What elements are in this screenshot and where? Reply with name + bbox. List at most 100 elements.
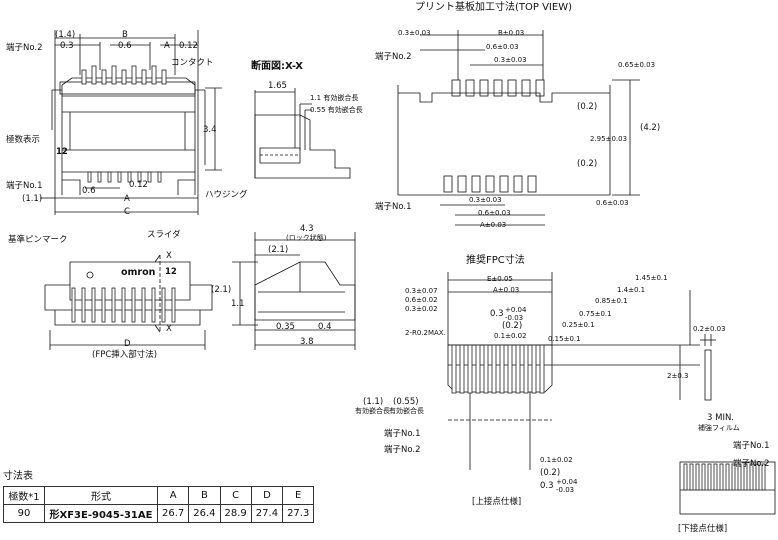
dimension-table: 極数*1 形式 A B C D E 90 形XF3E-9045-31AE 26.… (3, 486, 315, 523)
front-dim-a: A (164, 41, 170, 51)
pcb-right-2-95: 2.95±0.03 (590, 135, 628, 143)
fpc-inner-0-1: 0.1±0.02 (494, 332, 527, 340)
front-dim-0-3: 0.3 (60, 41, 74, 51)
side-dim-0-35: 0.35 (276, 322, 295, 332)
front-view-pins (81, 65, 167, 183)
fpc-bottom-0-3: 0.3 (540, 481, 554, 491)
top-view-lines (44, 254, 213, 350)
top-slider-label: スライダ (147, 230, 181, 240)
fpc-title: 推奨FPC寸法 (466, 255, 525, 266)
fpc-right-2: 2±0.3 (667, 372, 689, 380)
fpc-terminal-1: 端子No.1 (384, 429, 421, 439)
top-pole-number: 12 (165, 267, 177, 277)
fpc-left-0-55: (0.55) (393, 397, 419, 407)
side-dim-0-4: 0.4 (318, 322, 332, 332)
section-view-lines (254, 88, 351, 179)
pcb-bottom-a: A±0.03 (480, 221, 507, 229)
front-terminal-2: 端子No.2 (6, 43, 43, 53)
header-b: B (188, 486, 221, 505)
section-title: 断面図:X-X (251, 61, 303, 72)
header-poles: 極数*1 (3, 486, 45, 505)
stiffener-min: 3 MIN. (707, 413, 735, 423)
fpc-bottom-minus: -0.03 (556, 486, 575, 494)
fpc-inner-0-2: (0.2) (502, 321, 523, 331)
front-bottom-a: A (124, 194, 130, 204)
front-pole-mark-label: 極数表示 (6, 135, 41, 145)
header-e: E (282, 486, 315, 505)
pcb-right-0-6: 0.6±0.03 (596, 199, 629, 207)
top-omron-logo: omron (121, 267, 156, 278)
fpc-inner-minus: -0.03 (505, 314, 524, 322)
side-lock-state: (ロック状態) (286, 234, 327, 242)
side-dim-3-8: 3.8 (300, 337, 314, 347)
side-dim-2-1-top: (2.1) (268, 245, 289, 255)
pcb-top-0-3b: 0.3±0.03 (494, 56, 527, 64)
pcb-top-b: B±0.03 (498, 29, 525, 37)
top-pin-mark-label: 基準ピンマーク (8, 235, 68, 245)
front-dim-0-12: 0.12 (179, 41, 198, 51)
fpc-left-1-1: (1.1) (363, 397, 384, 407)
front-bottom-0-12: 0.12 (129, 180, 148, 190)
front-contact-label: コンタクト (171, 58, 214, 68)
pcb-pads (443, 79, 545, 193)
stiffener-label: 補強フィルム (698, 424, 740, 432)
front-view-lines (40, 30, 222, 215)
section-dim-1-1: 1.1 有効嵌合長 (310, 94, 359, 102)
fpc-inner-0-15: 0.15±0.1 (548, 335, 581, 343)
cell-model: 形XF3E-9045-31AE (44, 504, 158, 523)
fpc-dim-e: E±0.05 (487, 275, 513, 283)
front-bottom-1-1: (1.1) (22, 194, 43, 204)
pcb-right-0-65: 0.65±0.03 (618, 61, 656, 69)
cell-d: 27.4 (250, 504, 284, 523)
top-dim-d: D (124, 339, 131, 349)
pcb-terminal-1: 端子No.1 (375, 202, 412, 212)
bottom-contact-caption: [下接点仕様] (678, 524, 728, 534)
pcb-bottom-0-6: 0.6±0.03 (478, 209, 511, 217)
cell-poles: 90 (3, 504, 45, 523)
top-section-mark-lower: X (166, 324, 172, 334)
cell-e: 27.3 (282, 504, 315, 523)
fpc-bottom-plus: +0.04 (556, 478, 578, 486)
front-dim-0-6: 0.6 (118, 41, 132, 51)
front-bottom-c: C (124, 207, 130, 217)
section-dim-0-55: 0.55 有効嵌合長 (310, 106, 363, 114)
top-fpc-caption: (FPC挿入部寸法) (92, 350, 158, 360)
fpc-inner-0-3: 0.3 (490, 309, 504, 319)
pcb-right-0-2a: (0.2) (577, 102, 598, 112)
fpc-dim-0-3: 0.3±0.07 (405, 287, 438, 295)
pcb-bottom-0-3: 0.3±0.03 (469, 196, 502, 204)
fpc-bottom-0-1: 0.1±0.02 (540, 456, 573, 464)
fpc-left-eff-2: 有効嵌合長 (389, 407, 424, 415)
pcb-terminal-2: 端子No.2 (375, 52, 412, 62)
cell-a: 26.7 (156, 504, 190, 523)
front-bottom-0-6: 0.6 (82, 186, 96, 196)
front-pole-number: 12 (56, 147, 68, 157)
pcb-top-0-6: 0.6±0.03 (486, 43, 519, 51)
side-dim-2-1-left: (2.1) (211, 285, 232, 295)
fpc-lines (447, 272, 700, 470)
stiffener-thickness: 0.2±0.03 (693, 325, 726, 333)
fpc-inner-plus: +0.04 (505, 306, 527, 314)
front-housing-label: ハウジング (205, 190, 248, 200)
table-title: 寸法表 (3, 471, 33, 482)
fpc-right-0-75: 0.75±0.1 (579, 310, 612, 318)
fpc-dim-0-6: 0.6±0.02 (405, 296, 438, 304)
fpc-top-contact-caption: [上接点仕様] (472, 497, 522, 507)
top-view-pins (71, 287, 176, 323)
front-terminal-1: 端子No.1 (6, 181, 43, 191)
fpc-fingers (451, 344, 545, 394)
fpc-terminal-2: 端子No.2 (384, 445, 421, 455)
pcb-title: プリント基板加工寸法(TOP VIEW) (415, 2, 572, 13)
cell-b: 26.4 (188, 504, 221, 523)
table-header-row: 極数*1 形式 A B C D E (3, 486, 315, 505)
fpc-right-0-85: 0.85±0.1 (595, 297, 628, 305)
fpc-bottom-0-2: (0.2) (540, 468, 561, 478)
top-section-mark-upper: X (166, 251, 172, 261)
table-row: 90 形XF3E-9045-31AE 26.7 26.4 28.9 27.4 2… (3, 504, 315, 523)
bottom-terminal-1: 端子No.1 (733, 441, 770, 451)
header-c: C (219, 486, 252, 505)
pcb-right-4-2: (4.2) (640, 123, 661, 133)
pcb-right-0-2b: (0.2) (577, 159, 598, 169)
front-dim-b: B (122, 30, 128, 40)
